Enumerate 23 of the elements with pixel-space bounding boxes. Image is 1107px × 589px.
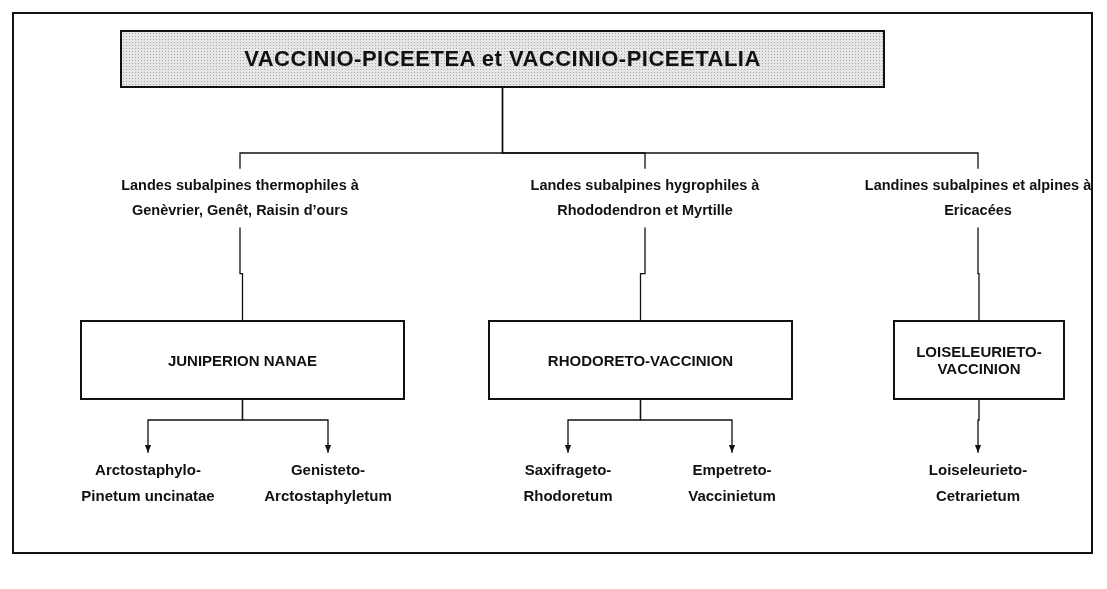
arrow xyxy=(241,399,332,454)
connector-line xyxy=(639,226,646,321)
box-label: LOISELEURIETO- VACCINION xyxy=(915,343,1043,377)
connector-line xyxy=(501,87,979,170)
box-label: VACCINIO-PICEETEA et VACCINIO-PICEETALIA xyxy=(244,46,761,72)
connector-line xyxy=(239,226,244,321)
alliance-box xyxy=(488,320,793,400)
branch-label: Landines subalpines et alpines à Ericacées xyxy=(863,175,1093,220)
arrow xyxy=(974,399,982,454)
connector-line xyxy=(977,226,980,321)
branch-label: Landes subalpines thermophiles à Genèvrier, Genêt, Raisin d’ours xyxy=(120,175,360,220)
alliance-box xyxy=(80,320,405,400)
box-label: RHODORETO-VACCINION xyxy=(547,351,734,369)
arrow xyxy=(639,399,736,454)
title-box xyxy=(120,30,885,88)
association-label: Empetreto- Vaccinietum xyxy=(687,459,777,506)
association-label: Loiseleurieto- Cetrarietum xyxy=(927,459,1029,506)
association-label: Saxifrageto- Rhodoretum xyxy=(522,459,614,506)
association-label: Genisteto- Arctostaphyletum xyxy=(263,459,393,506)
branch-label: Landes subalpines hygrophiles à Rhododendron et Myrtille xyxy=(529,175,761,220)
association-label: Arctostaphylo- Pinetum uncinatae xyxy=(80,459,216,506)
alliance-box xyxy=(893,320,1065,400)
box-label: JUNIPERION NANAE xyxy=(167,351,318,369)
